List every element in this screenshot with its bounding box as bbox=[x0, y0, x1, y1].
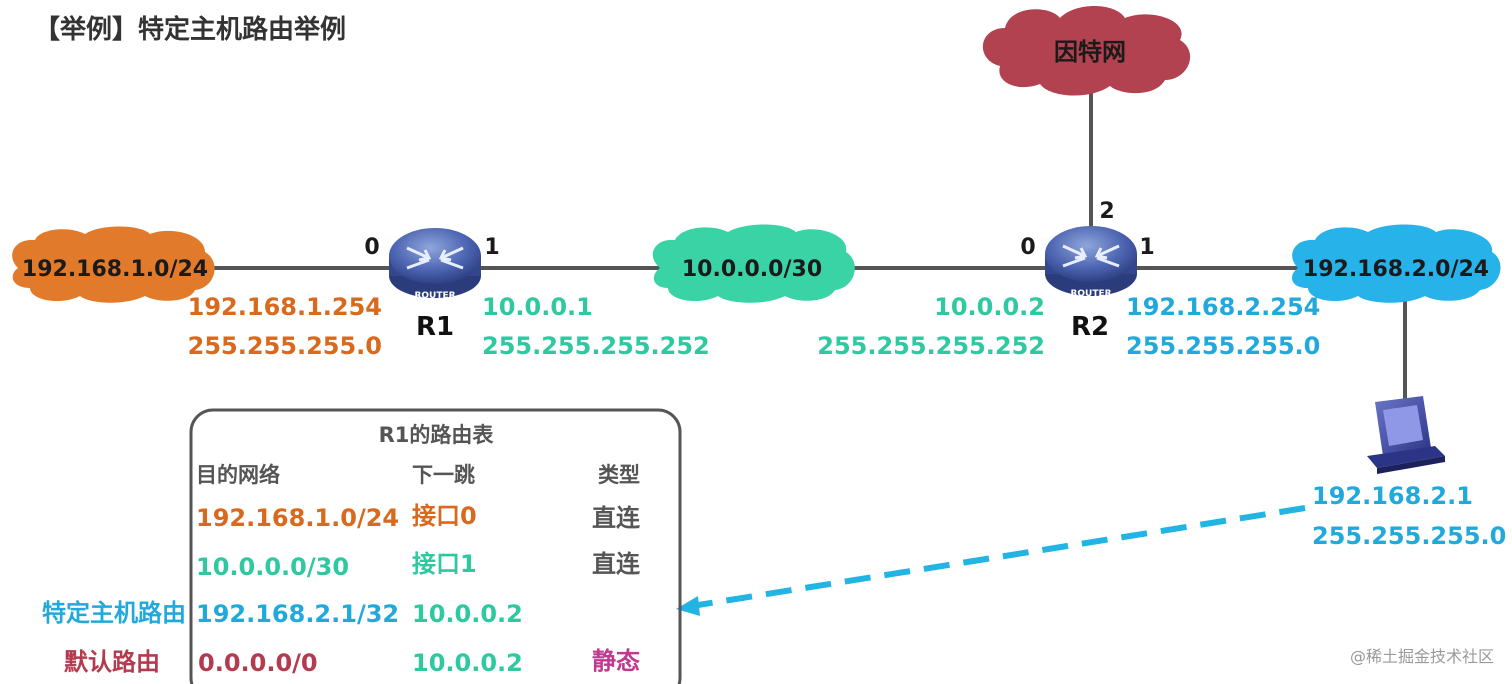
r2-if0-ip: 10.0.0.2 bbox=[934, 293, 1045, 321]
routing-table-title: R1的路由表 bbox=[379, 423, 495, 447]
header-type: 类型 bbox=[598, 463, 640, 487]
r1-if0-ip: 192.168.1.254 bbox=[188, 293, 382, 321]
router-r1: ROUTER bbox=[389, 228, 481, 301]
row4-next: 10.0.0.2 bbox=[412, 649, 523, 677]
row3-dest: 192.168.2.1/32 bbox=[196, 600, 399, 628]
r2-name: R2 bbox=[1071, 312, 1109, 342]
r1-port1: 1 bbox=[484, 235, 499, 260]
wan-label: 10.0.0.0/30 bbox=[682, 257, 822, 282]
row1-type: 直连 bbox=[592, 504, 641, 532]
internet-cloud: 因特网 bbox=[982, 6, 1191, 96]
r2-if1-ip: 192.168.2.254 bbox=[1126, 293, 1320, 321]
row4-dest: 0.0.0.0/0 bbox=[198, 649, 318, 677]
host-route-arrow bbox=[676, 505, 1306, 616]
r1-port0: 0 bbox=[364, 235, 379, 260]
host-route-label: 特定主机路由 bbox=[42, 599, 186, 627]
r2-port2: 2 bbox=[1099, 199, 1114, 224]
row4-type: 静态 bbox=[592, 647, 640, 675]
r2-port0: 0 bbox=[1020, 235, 1035, 260]
wan-cloud: 10.0.0.0/30 bbox=[652, 224, 855, 303]
row2-type: 直连 bbox=[592, 550, 641, 578]
r2-if1-mask: 255.255.255.0 bbox=[1126, 332, 1320, 360]
r1-if1-ip: 10.0.0.1 bbox=[482, 293, 593, 321]
row2-next: 接口1 bbox=[412, 550, 477, 578]
r2-if0-mask: 255.255.255.252 bbox=[817, 332, 1045, 360]
routing-table-border bbox=[189, 408, 682, 684]
host-mask: 255.255.255.0 bbox=[1312, 522, 1506, 550]
row3-next: 10.0.0.2 bbox=[412, 600, 523, 628]
internet-label: 因特网 bbox=[1054, 38, 1126, 66]
r1-device-text: ROUTER bbox=[414, 291, 455, 301]
links bbox=[210, 85, 1407, 405]
r1-name: R1 bbox=[416, 312, 454, 342]
router-r2: ROUTER bbox=[1045, 226, 1137, 299]
page-title: 【举例】特定主机路由举例 bbox=[34, 14, 346, 45]
r1-if0-mask: 255.255.255.0 bbox=[188, 332, 382, 360]
row2-dest: 10.0.0.0/30 bbox=[196, 553, 349, 581]
r2-device-text: ROUTER bbox=[1070, 289, 1111, 299]
header-next: 下一跳 bbox=[412, 463, 475, 487]
router-arrows-icon bbox=[1062, 244, 1120, 268]
default-route-label: 默认路由 bbox=[64, 648, 160, 676]
header-dest: 目的网络 bbox=[196, 463, 280, 487]
lan1-cloud: 192.168.1.0/24 bbox=[12, 226, 215, 303]
lan2-label: 192.168.2.0/24 bbox=[1303, 257, 1489, 282]
r1-if1-mask: 255.255.255.252 bbox=[482, 332, 710, 360]
watermark: @稀土掘金技术社区 bbox=[1350, 647, 1494, 666]
lan1-label: 192.168.1.0/24 bbox=[22, 257, 208, 282]
lan2-cloud: 192.168.2.0/24 bbox=[1292, 224, 1501, 303]
routing-table: R1的路由表 目的网络 下一跳 类型 192.168.1.0/24 接口0 直连… bbox=[189, 408, 682, 684]
host-ip: 192.168.2.1 bbox=[1312, 482, 1473, 510]
router-arrows-icon bbox=[406, 246, 464, 270]
row1-next: 接口0 bbox=[412, 502, 477, 530]
host-computer-icon bbox=[1367, 396, 1445, 474]
r2-port1: 1 bbox=[1139, 235, 1154, 260]
row1-dest: 192.168.1.0/24 bbox=[196, 504, 399, 532]
